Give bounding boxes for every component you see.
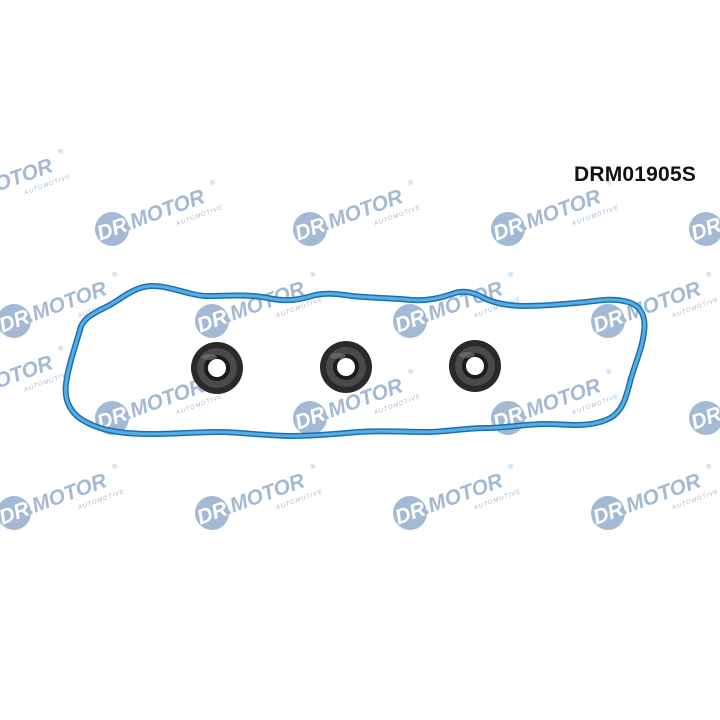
part-number: DRM01905S — [574, 163, 697, 186]
seal-ring-3 — [449, 340, 501, 392]
seal-ring-1 — [191, 342, 243, 394]
watermark-layer — [0, 143, 720, 539]
seal-ring-2 — [320, 341, 372, 393]
valve-cover-gasket — [62, 283, 648, 439]
